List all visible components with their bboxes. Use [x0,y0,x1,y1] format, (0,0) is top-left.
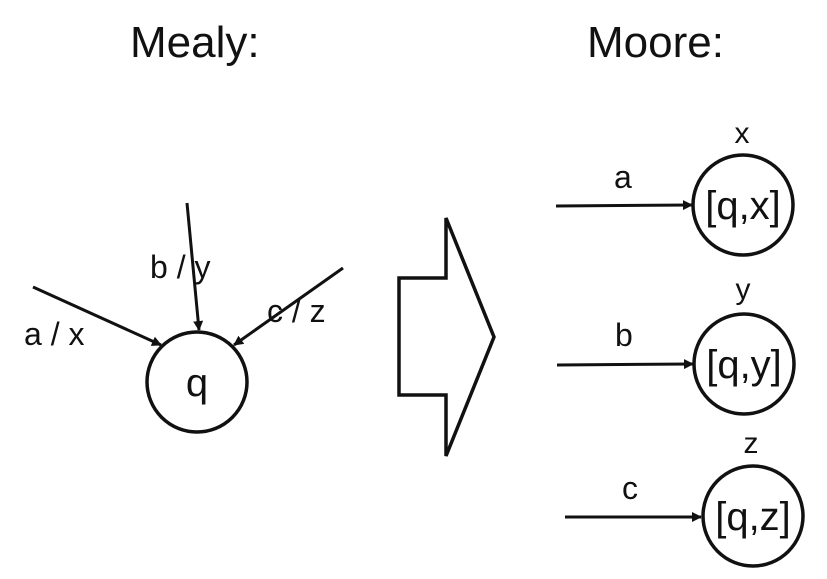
moore-input-b: b [615,317,633,353]
mealy-state-label: q [186,361,208,405]
moore-output-x: x [735,117,750,150]
mealy-edge-label-b: b / y [150,249,210,285]
moore-state-qy-label: [q,y] [706,343,782,387]
mealy-machine: a / x b / y c / z q [24,202,344,434]
moore-state-qz [701,464,805,568]
moore-title: Moore: [587,18,724,67]
moore-output-y: y [736,273,751,306]
transform-arrow [397,217,496,457]
mealy-edge-label-a: a / x [24,316,84,352]
moore-state-qx [691,153,795,257]
moore-input-c: c [622,470,638,506]
moore-edge-b [556,359,694,370]
moore-state-qx-label: [q,x] [705,184,781,228]
mealy-state-q [145,330,249,434]
moore-output-z: z [744,427,759,460]
mealy-edge-b [185,202,204,331]
mealy-edge-c [233,266,344,347]
mealy-title: Mealy: [130,18,260,67]
moore-input-a: a [614,159,632,195]
moore-edge-a [555,200,693,211]
moore-state-qz-label: [q,z] [715,495,791,539]
mealy-edge-a [32,285,162,347]
mealy-edge-label-c: c / z [267,293,326,329]
moore-state-qy [692,312,796,416]
moore-machine: x a [q,x] y b [q,y] z c [q,z] [555,117,805,568]
